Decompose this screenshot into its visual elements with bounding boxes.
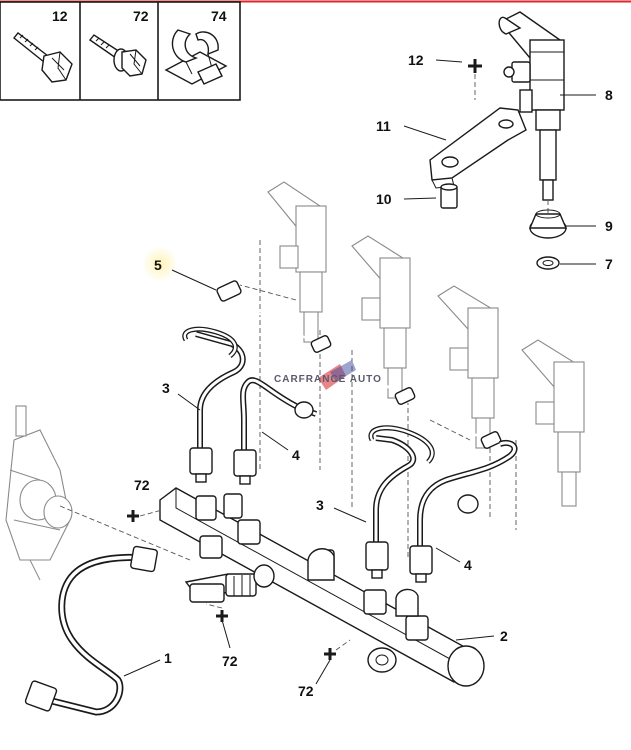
cross-marker-left — [127, 510, 139, 522]
callout-72-mid: 72 — [222, 653, 238, 669]
pressure-sensor — [184, 564, 275, 603]
inset-parts-box: 12 72 74 — [0, 1, 241, 101]
callout-7: 7 — [605, 256, 613, 272]
cross-marker-bottom — [324, 648, 336, 660]
ghost-high-pressure-pump — [5, 405, 191, 581]
spacer-sleeve — [440, 183, 458, 209]
screw-washer-icon — [88, 34, 147, 77]
callout-4-right: 4 — [464, 557, 472, 573]
pipe-loop-lower — [368, 425, 435, 464]
fuel-rail — [159, 487, 485, 687]
cross-marker — [468, 59, 482, 73]
fuel-pipe-5 — [216, 280, 502, 449]
callout-72-bottom: 72 — [298, 683, 314, 699]
callout-9: 9 — [605, 218, 613, 234]
injector-pipe-left-3 — [189, 331, 246, 483]
injector-pipe-right-4 — [409, 440, 518, 583]
injector-clamp — [429, 107, 527, 189]
injector-pipe-left-4 — [233, 377, 318, 485]
injector-pipe-right-3 — [365, 435, 417, 579]
screw-icon — [13, 32, 73, 83]
callout-1: 1 — [164, 650, 172, 666]
ghost-injector-2 — [351, 235, 411, 399]
injector-seal — [528, 209, 568, 239]
watermark-text: CARFRANCE AUTO — [274, 374, 382, 385]
injector-main — [498, 11, 565, 220]
ghost-injector-3 — [437, 285, 499, 449]
clip-icon — [164, 29, 228, 85]
callout-12-top: 12 — [408, 52, 424, 68]
ghost-injector-1 — [267, 181, 327, 343]
inset-label-74: 74 — [211, 8, 227, 24]
callout-3-left: 3 — [162, 380, 170, 396]
ghost-injector-4 — [521, 339, 585, 507]
leader-lines — [123, 59, 596, 685]
callout-11: 11 — [376, 118, 391, 134]
callout-10: 10 — [376, 191, 392, 207]
callout-2: 2 — [500, 628, 508, 644]
watermark: CARFRANCE AUTO — [274, 360, 382, 390]
high-pressure-pipe-1 — [24, 545, 158, 716]
inset-label-72: 72 — [133, 8, 149, 24]
injector-washer — [536, 256, 560, 270]
callout-highlight — [142, 246, 178, 282]
callout-4-left: 4 — [292, 447, 300, 463]
callout-72-left: 72 — [134, 477, 150, 493]
callout-8: 8 — [605, 87, 613, 103]
pipe-loop-upper — [182, 326, 238, 358]
callout-3-right: 3 — [316, 497, 324, 513]
inset-label-12: 12 — [52, 8, 68, 24]
alignment-lines — [239, 240, 517, 560]
callout-5: 5 — [154, 257, 162, 273]
